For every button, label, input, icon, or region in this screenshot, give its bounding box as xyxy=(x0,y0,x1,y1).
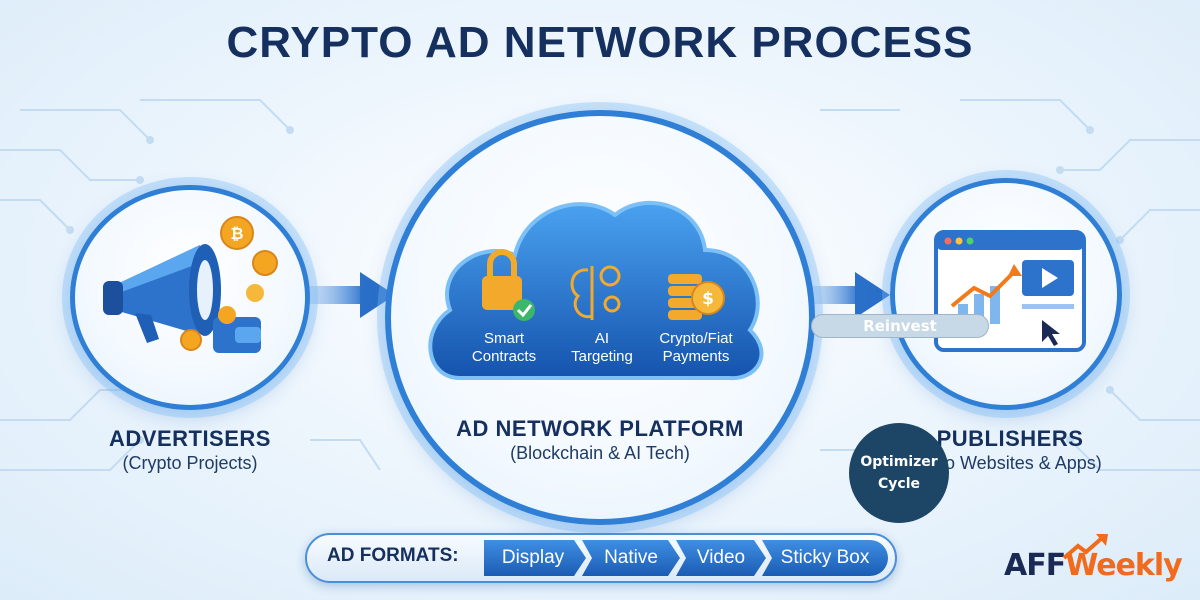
ad-format-native[interactable]: Native xyxy=(582,540,680,576)
browser-window-icon xyxy=(934,230,1086,352)
advertisers-title: ADVERTISERS xyxy=(109,426,271,451)
optimizer-line1: Optimizer xyxy=(860,454,938,470)
platform-title: AD NETWORK PLATFORM xyxy=(456,416,744,441)
optimizer-line2: Cycle xyxy=(878,476,920,492)
page-title: CRYPTO AD NETWORK PROCESS xyxy=(226,18,974,67)
logo-part-weekly: Weekly xyxy=(1065,548,1183,583)
lock-check-icon xyxy=(482,249,535,321)
ad-format-display[interactable]: Display xyxy=(484,540,586,576)
feature-ai-targeting: AI Targeting xyxy=(560,330,644,366)
svg-text:$: $ xyxy=(702,289,714,309)
logo-arrow-icon xyxy=(1062,534,1108,560)
coin-stack-dollar-icon: $ xyxy=(668,274,725,320)
ad-format-video[interactable]: Video xyxy=(676,540,766,576)
logo-part-aff: AFF xyxy=(1004,548,1066,583)
reinvest-button[interactable]: Reinvest xyxy=(811,314,989,338)
cursor-icon xyxy=(1042,320,1060,346)
publishers-title: PUBLISHERS xyxy=(936,426,1084,451)
affweekly-logo: AFFWeekly xyxy=(1004,548,1183,583)
feature-label: AI Targeting xyxy=(571,330,633,365)
ad-format-sticky-box[interactable]: Sticky Box xyxy=(762,540,888,576)
advertisers-subtitle: (Crypto Projects) xyxy=(122,453,258,473)
bitcoin-coin-icon: ₿ xyxy=(220,216,254,250)
arrow-right-icon xyxy=(805,272,890,318)
video-play-icon xyxy=(1022,260,1074,296)
coin-icon xyxy=(246,250,278,302)
wallet-icon xyxy=(180,306,261,353)
feature-smart-contracts: Smart Contracts xyxy=(462,330,546,366)
optimizer-cycle-button[interactable]: Optimizer Cycle xyxy=(849,423,949,523)
megaphone-icon: ₿ xyxy=(103,216,278,353)
cloud-icon: $ xyxy=(428,200,764,381)
svg-text:₿: ₿ xyxy=(230,224,243,243)
platform-subtitle: (Blockchain & AI Tech) xyxy=(510,443,690,463)
arrow-right-icon xyxy=(300,272,395,318)
ad-formats-label: AD FORMATS: xyxy=(327,545,459,566)
feature-payments: Crypto/Fiat Payments xyxy=(648,330,744,366)
brain-gear-icon xyxy=(570,265,621,320)
feature-label: Crypto/Fiat Payments xyxy=(659,330,733,365)
feature-label: Smart Contracts xyxy=(471,330,537,365)
publishers-subtitle: o Websites & Apps) xyxy=(945,453,1102,473)
